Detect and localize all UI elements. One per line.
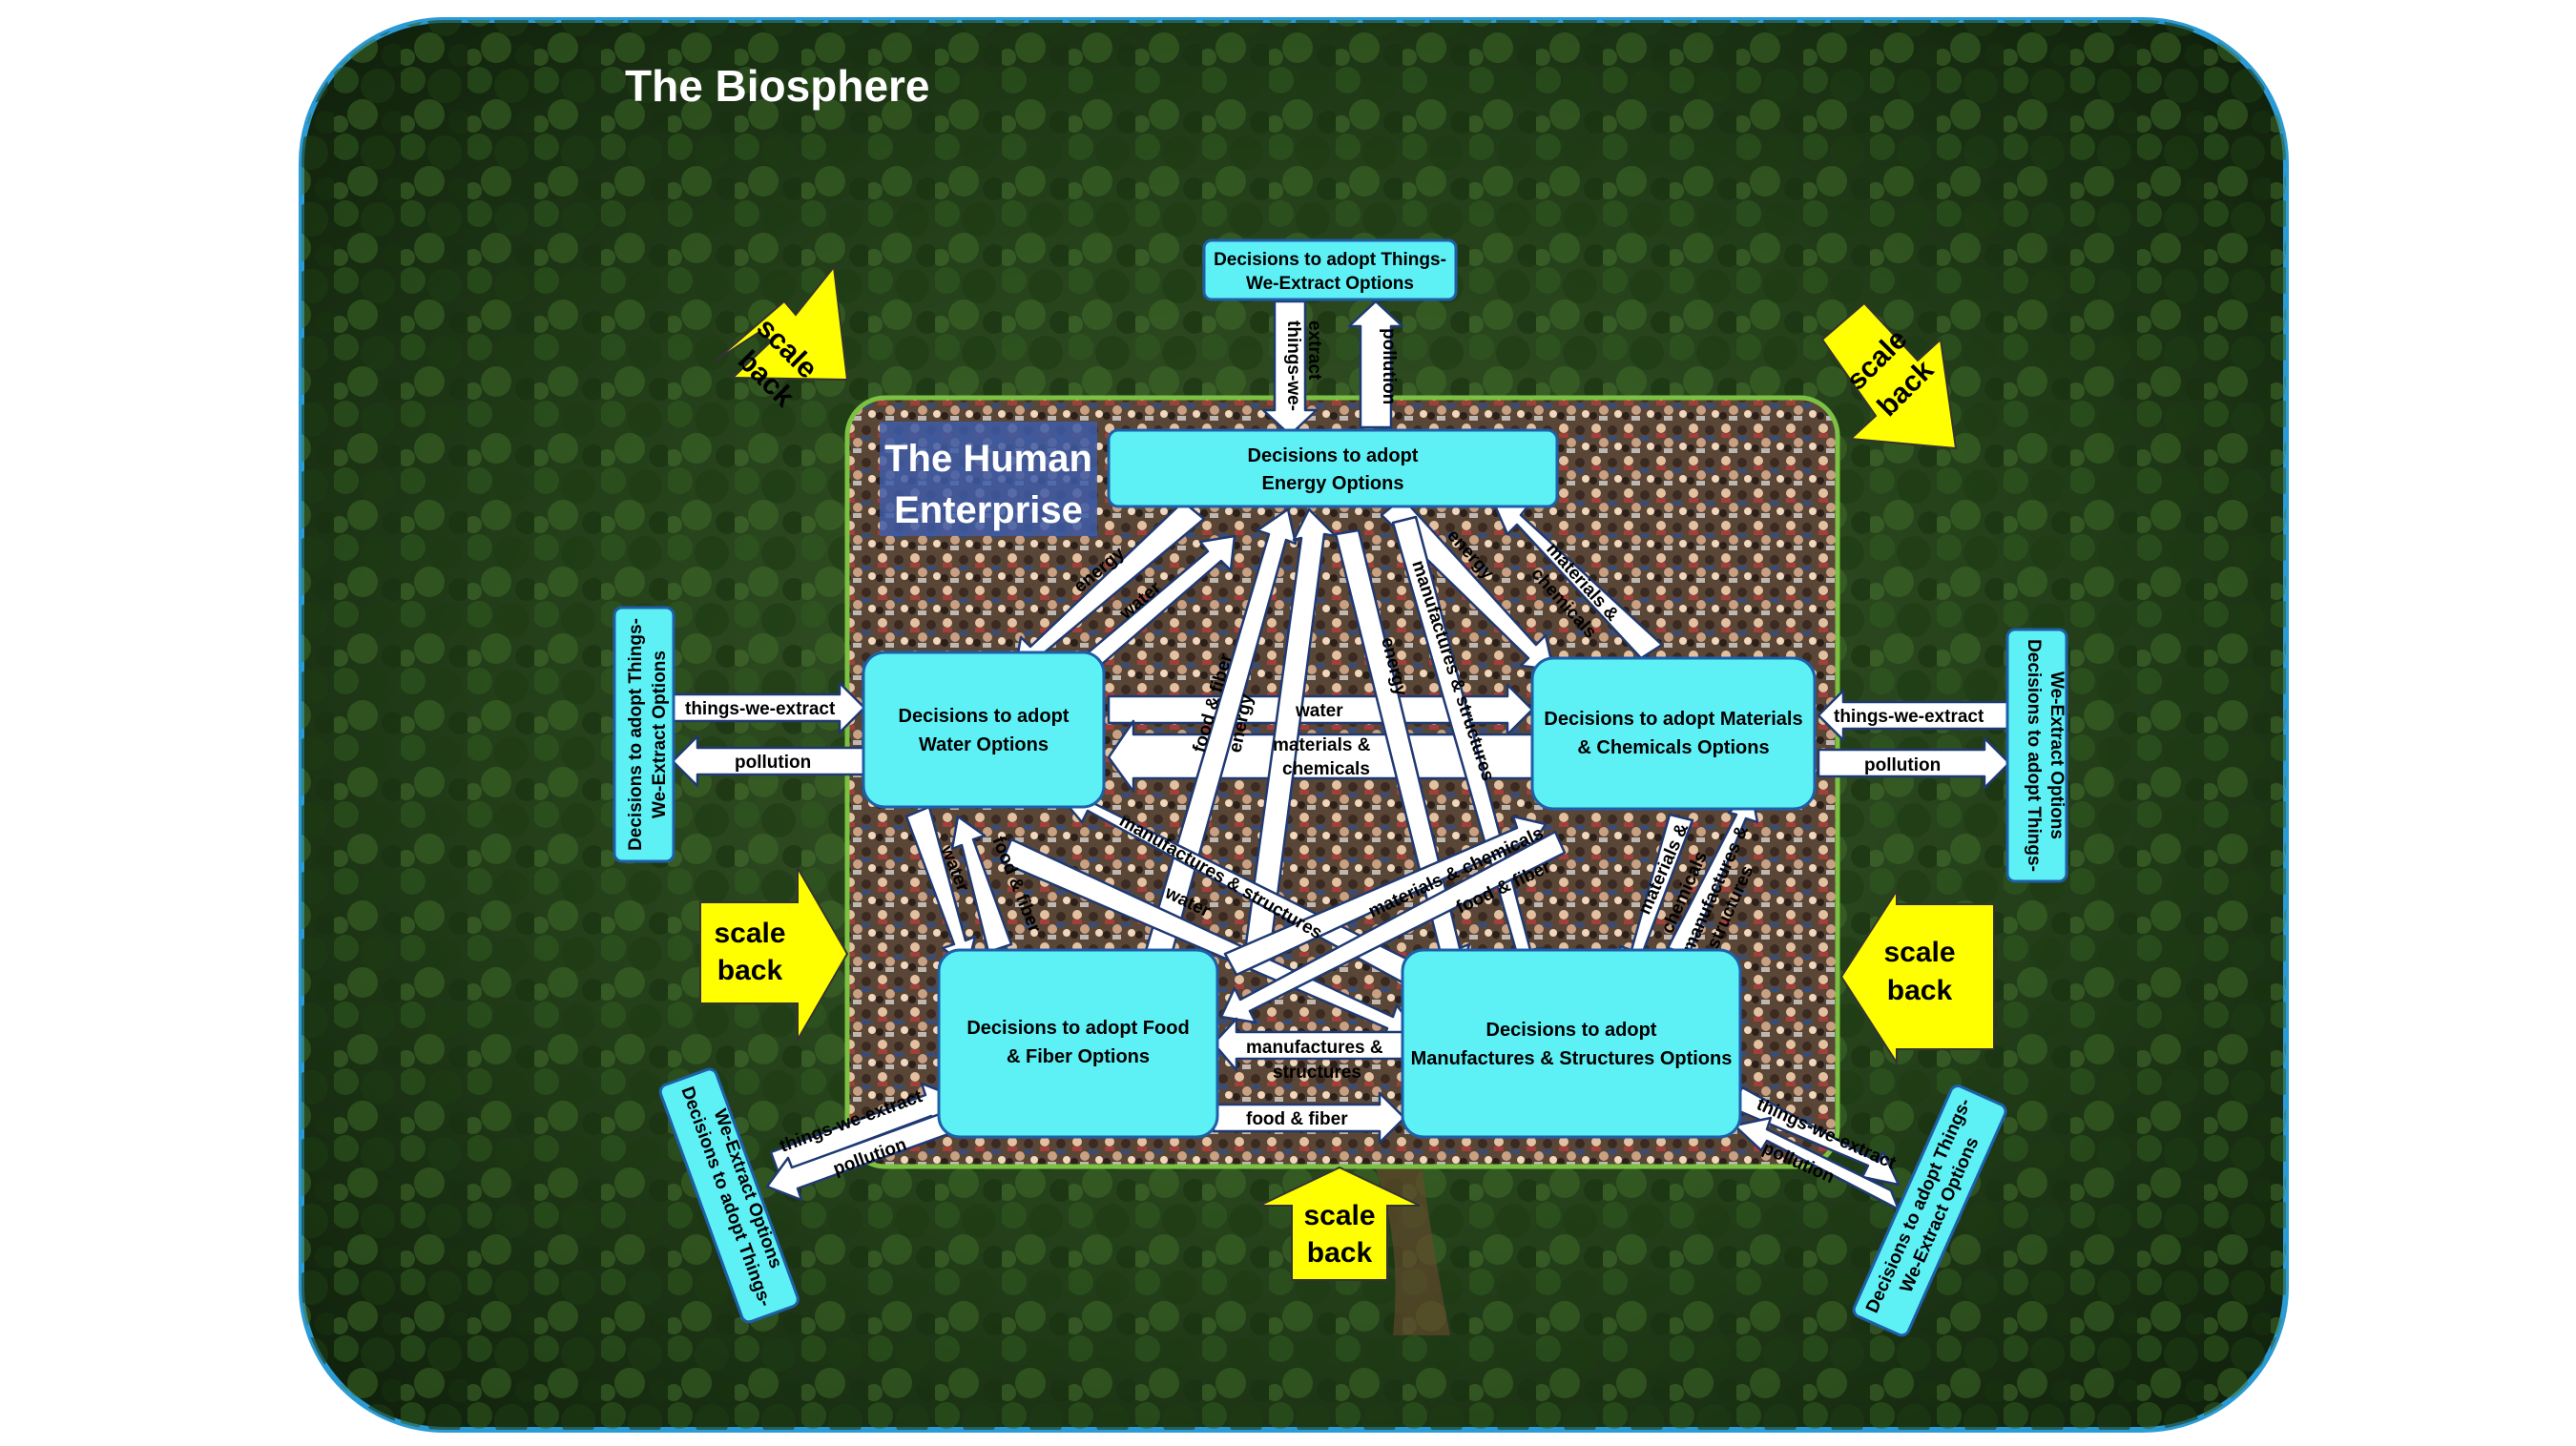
scale-back-left-arrow	[699, 864, 849, 1043]
extract-box-bottom-right	[1852, 1084, 2007, 1337]
box-food	[937, 948, 1219, 1139]
arrow-br-pollution	[1733, 1116, 1901, 1211]
box-water-line1: Decisions to adopt	[899, 706, 1070, 727]
arrow-food-to-materials-materials	[1223, 815, 1548, 977]
arrow-left-pollution	[671, 734, 866, 788]
scale-back-bottom-line1: scale	[1303, 1200, 1375, 1231]
label-top-extract-1: things-we-	[1283, 320, 1303, 411]
extract-boxes	[613, 238, 2068, 1337]
scale-back-left-line2: back	[717, 955, 783, 986]
arrow-materials-to-food-food-fiber	[1219, 830, 1567, 1024]
arrow-right-pollution	[1817, 736, 2011, 790]
extract-right-line1: Decisions to adopt Things-	[2024, 639, 2044, 872]
box-energy	[1107, 428, 1559, 508]
box-manufactures-line1: Decisions to adopt	[1486, 1020, 1657, 1041]
scale-back-right-arrow	[1839, 887, 1995, 1066]
label-top-pollution: pollution	[1379, 328, 1399, 404]
box-materials-line1: Decisions to adopt Materials	[1544, 709, 1802, 730]
scale-back-top-left-arrow	[715, 264, 849, 382]
extract-left-line1: Decisions to adopt Things-	[626, 618, 646, 851]
extract-left-line2: We-Extract Options	[650, 651, 670, 818]
box-energy-line2: Energy Options	[1262, 473, 1404, 494]
label-right-extract: things-we-extract	[1834, 707, 1984, 727]
arrow-manufactures-to-food-manufactures	[1212, 1017, 1404, 1072]
label-water-materials-water: water	[1295, 701, 1343, 721]
extract-box-right	[2005, 628, 2068, 883]
label-left-extract: things-we-extract	[685, 699, 836, 719]
box-manufactures	[1401, 948, 1742, 1139]
decision-boxes	[862, 428, 1817, 1139]
box-food-line1: Decisions to adopt Food	[966, 1018, 1189, 1039]
box-water	[862, 651, 1106, 809]
decision-box-labels: Decisions to adopt Energy Options Decisi…	[899, 445, 1803, 1069]
label-top-extract-2: extract	[1304, 320, 1324, 381]
scale-back-bottom-arrow	[1258, 1166, 1421, 1281]
human-enterprise-title-line1: The Human	[884, 438, 1092, 480]
extract-box-top	[1202, 238, 1458, 301]
flow-arrows	[671, 300, 2011, 1211]
arrow-energy-to-materials-energy	[1380, 496, 1555, 671]
arrow-food-to-water-food-fiber	[950, 815, 1013, 954]
box-energy-line1: Decisions to adopt	[1248, 445, 1419, 466]
label-right-pollution: pollution	[1864, 755, 1941, 775]
label-water-materials-mc-1: materials &	[1273, 735, 1371, 755]
arrow-top-things-we-extract	[1261, 300, 1319, 437]
scale-back-right-line2: back	[1887, 975, 1953, 1006]
label-food-manufactures-ms-2: structures	[1273, 1063, 1361, 1083]
biosphere-title: The Biosphere	[625, 61, 930, 111]
box-water-line2: Water Options	[919, 734, 1049, 755]
scale-back-left-line1: scale	[714, 918, 785, 949]
label-food-manufactures-food: food & fiber	[1246, 1109, 1348, 1129]
arrow-right-things-we-extract	[1817, 689, 2011, 742]
scale-back-top-right-arrow	[1820, 301, 1958, 450]
arrow-bl-pollution	[765, 1108, 958, 1202]
scale-back-arrows	[699, 264, 1995, 1281]
extract-box-bottom-left	[658, 1067, 800, 1324]
box-materials-line2: & Chemicals Options	[1577, 737, 1769, 758]
extract-box-left	[613, 606, 675, 863]
scale-back-bottom-line2: back	[1307, 1237, 1373, 1269]
box-materials	[1530, 656, 1817, 811]
extract-top-line2: We-Extract Options	[1246, 274, 1414, 294]
human-enterprise-title-line2: Enterprise	[894, 489, 1083, 531]
extract-right-line2: We-Extract Options	[2046, 671, 2067, 839]
arrow-food-to-manufactures-food-fiber	[1212, 1091, 1406, 1145]
box-food-line2: & Fiber Options	[1007, 1046, 1150, 1067]
extract-top-line1: Decisions to adopt Things-	[1214, 250, 1446, 270]
arrow-left-things-we-extract	[671, 681, 866, 734]
label-left-pollution: pollution	[735, 753, 811, 773]
arrow-top-pollution	[1347, 300, 1404, 429]
arrow-br-things-we-extract	[1731, 1085, 1901, 1187]
box-manufactures-line2: Manufactures & Structures Options	[1411, 1048, 1733, 1069]
scale-back-right-line1: scale	[1883, 937, 1955, 968]
label-water-materials-mc-2: chemicals	[1282, 759, 1370, 779]
label-food-manufactures-ms-1: manufactures &	[1246, 1038, 1383, 1058]
